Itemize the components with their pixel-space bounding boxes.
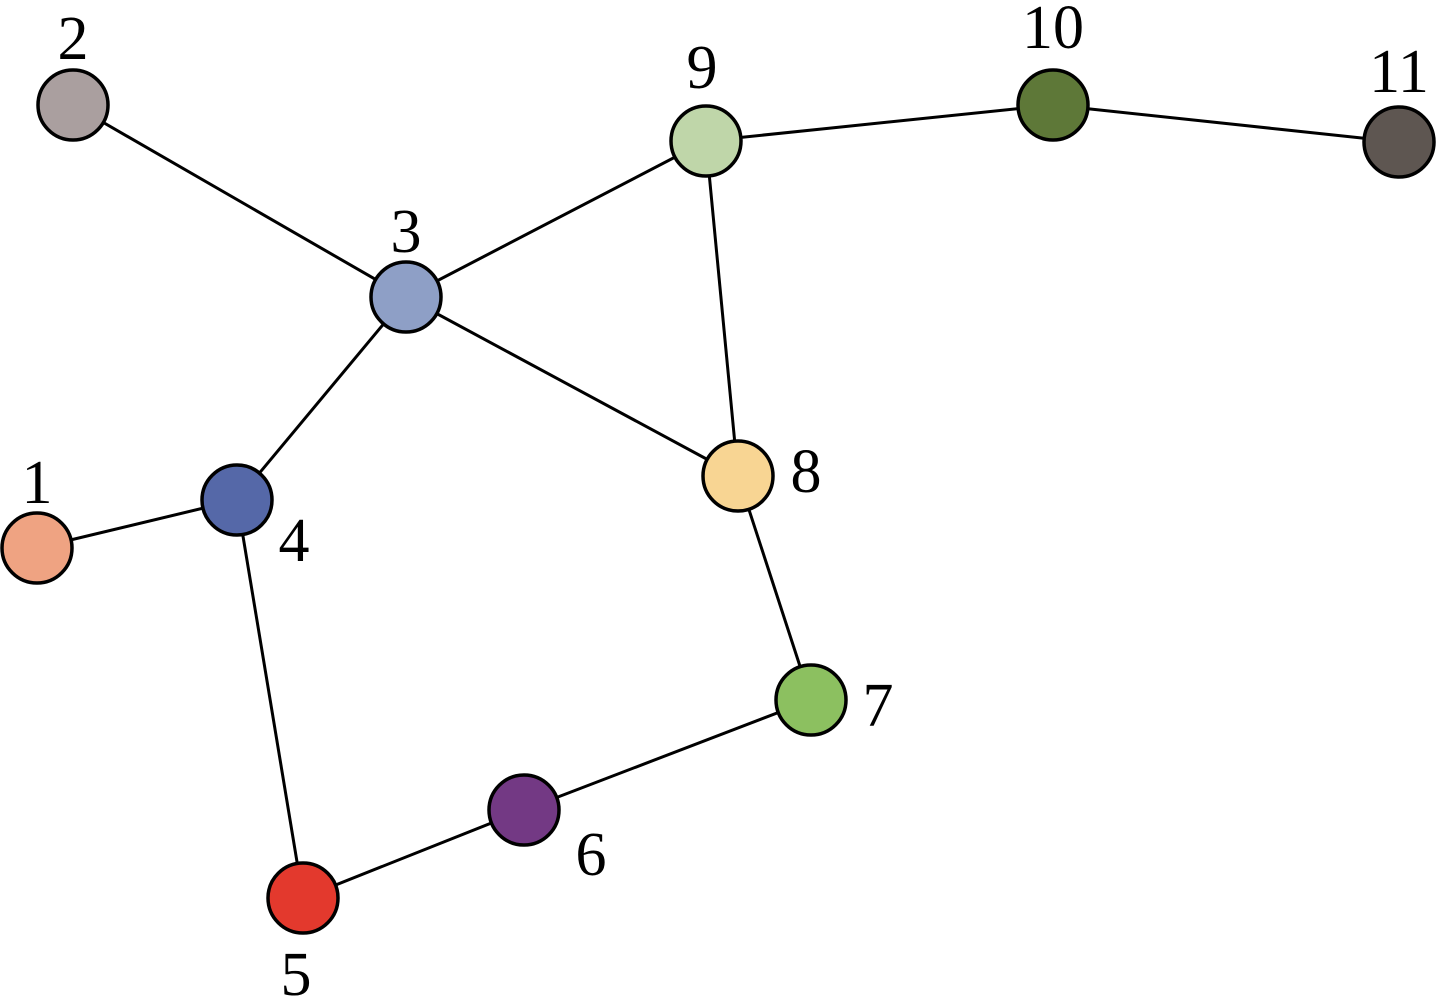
- edge-3-9: [405, 139, 707, 299]
- node-label-7: 7: [863, 672, 894, 740]
- node-label-6: 6: [576, 821, 607, 889]
- edge-6-7: [523, 698, 812, 812]
- edge-7-8: [736, 475, 813, 701]
- node-circle-11: [1362, 105, 1436, 179]
- edge-4-5: [235, 499, 305, 899]
- node-label-5: 5: [281, 941, 312, 1001]
- edge-3-8: [405, 295, 739, 478]
- node-circle-9: [669, 104, 743, 178]
- node-circle-6: [487, 773, 561, 847]
- node-label-11: 11: [1369, 38, 1429, 106]
- node-circle-8: [701, 439, 775, 513]
- node-label-2: 2: [58, 5, 89, 73]
- node-circle-2: [36, 68, 110, 142]
- node-label-4: 4: [279, 507, 310, 575]
- node-circle-10: [1016, 68, 1090, 142]
- node-label-8: 8: [791, 438, 822, 506]
- edge-9-8: [704, 140, 740, 477]
- node-11: 11: [1362, 38, 1436, 179]
- graph-edges: [36, 103, 1400, 900]
- node-circle-5: [266, 861, 340, 935]
- node-circle-4: [200, 463, 274, 537]
- node-1: 1: [0, 449, 74, 585]
- node-circle-7: [774, 663, 848, 737]
- edge-10-11: [1052, 103, 1400, 144]
- node-9: 9: [669, 34, 743, 178]
- node-8: 8: [701, 438, 822, 513]
- edge-5-6: [302, 808, 525, 900]
- edge-3-4: [235, 296, 408, 501]
- node-3: 3: [369, 198, 443, 334]
- node-label-9: 9: [687, 34, 718, 102]
- node-10: 10: [1016, 0, 1090, 142]
- node-2: 2: [36, 5, 110, 142]
- node-5: 5: [266, 861, 340, 1001]
- node-circle-1: [0, 511, 74, 585]
- node-label-10: 10: [1022, 0, 1084, 62]
- node-label-1: 1: [22, 449, 53, 517]
- node-6: 6: [487, 773, 607, 889]
- edge-2-3: [72, 103, 407, 299]
- node-4: 4: [200, 463, 310, 575]
- node-circle-3: [369, 260, 443, 334]
- node-label-3: 3: [391, 198, 422, 266]
- node-7: 7: [774, 663, 894, 740]
- edge-9-10: [705, 103, 1054, 143]
